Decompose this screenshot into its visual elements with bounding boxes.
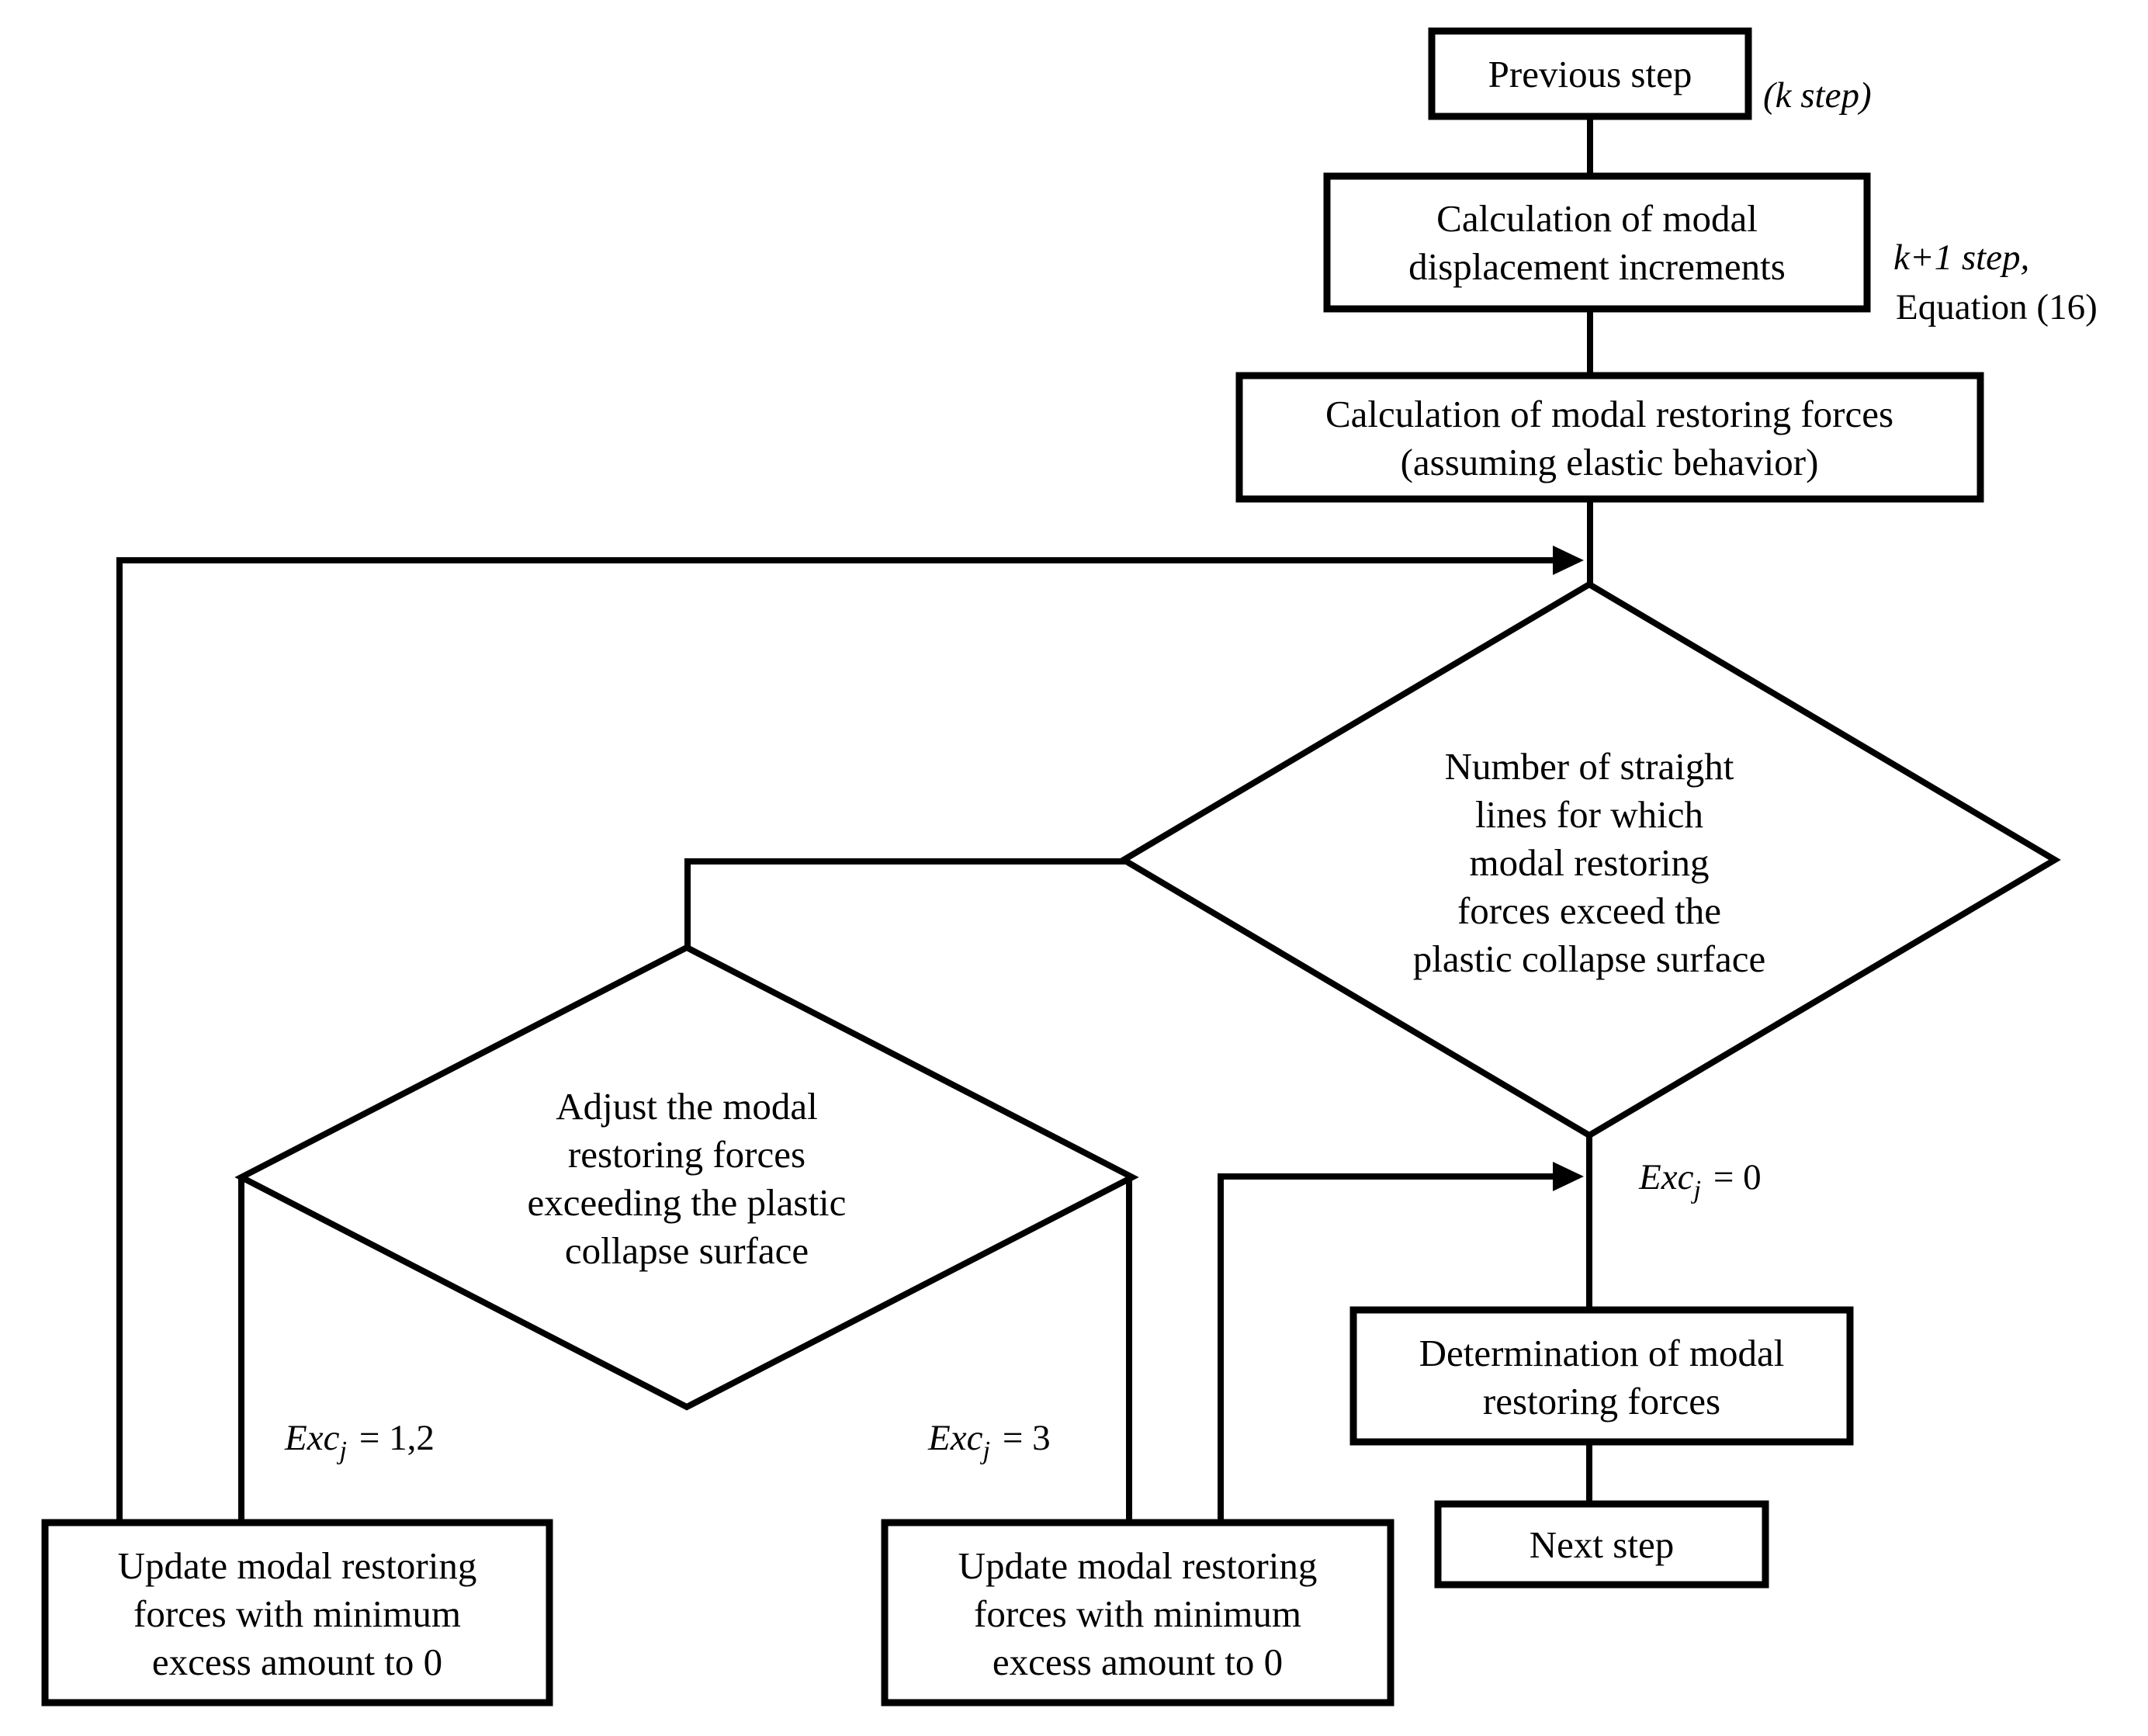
node-determination: Determination of modal restoring forces — [1349, 1306, 1854, 1446]
node-calc-restoring: Calculation of modal restoring forces (a… — [1235, 372, 1984, 503]
exc-one-two-subscript: j — [336, 1436, 346, 1465]
node-previous-step: Previous step — [1428, 27, 1752, 120]
exc-zero-value: = 0 — [1713, 1157, 1762, 1197]
decision-adjust-line-2: restoring forces — [568, 1133, 806, 1176]
calc-restoring-line-1: Calculation of modal restoring forces — [1325, 393, 1893, 435]
equation-annotation: Equation (16) — [1896, 287, 2098, 327]
calc-displacement-box — [1323, 172, 1871, 313]
node-decision-adjust: Adjust the modal restoring forces exceed… — [234, 944, 1139, 1411]
node-update-middle: Update modal restoring forces with minim… — [881, 1519, 1394, 1707]
node-update-left: Update modal restoring forces with minim… — [41, 1519, 553, 1707]
decision-adjust-diamond — [234, 944, 1139, 1411]
exc-three-annotation: Excj = 3 — [927, 1418, 1051, 1465]
update-middle-line-1: Update modal restoring — [958, 1544, 1318, 1587]
update-left-line-3: excess amount to 0 — [152, 1641, 442, 1683]
decision-exceed-line-2: lines for which — [1475, 793, 1703, 836]
calc-displacement-line-2: displacement increments — [1408, 245, 1786, 288]
decision-exceed-line-5: plastic collapse surface — [1413, 937, 1765, 980]
exc-zero-subscript: j — [1690, 1176, 1700, 1204]
update-left-line-1: Update modal restoring — [118, 1544, 477, 1587]
determination-line-1: Determination of modal — [1419, 1332, 1785, 1374]
calc-displacement-line-1: Calculation of modal — [1436, 197, 1758, 240]
decision-adjust-line-4: collapse surface — [565, 1229, 809, 1272]
decision-adjust-line-3: exceeding the plastic — [528, 1181, 847, 1224]
connectors — [116, 115, 1593, 1524]
exc-one-two-base: Exc — [284, 1418, 340, 1458]
k-plus-1-step-annotation: k+1 step, — [1893, 237, 2029, 278]
k-step-annotation: (k step) — [1763, 75, 1872, 116]
decision-adjust-line-1: Adjust the modal — [556, 1085, 818, 1128]
determination-line-2: restoring forces — [1483, 1380, 1720, 1422]
next-step-label: Next step — [1530, 1523, 1674, 1566]
decision-exceed-diamond — [1117, 580, 2061, 1139]
connector-feedback-loop — [116, 546, 1584, 1524]
connector-update-middle-merge — [1218, 1162, 1584, 1524]
exc-zero-annotation: Excj = 0 — [1638, 1157, 1762, 1204]
decision-exceed-line-4: forces exceed the — [1457, 889, 1721, 932]
update-middle-line-3: excess amount to 0 — [993, 1641, 1283, 1683]
exc-three-base: Exc — [927, 1418, 983, 1458]
exc-three-subscript: j — [979, 1436, 989, 1465]
update-left-line-2: forces with minimum — [133, 1592, 461, 1635]
next-step-box — [1434, 1500, 1769, 1589]
determination-box — [1349, 1306, 1854, 1446]
annotations: (k step) k+1 step, Equation (16) Excj= 0… — [284, 75, 2098, 1465]
calc-restoring-box — [1235, 372, 1984, 503]
node-decision-exceed: Number of straight lines for which modal… — [1117, 580, 2061, 1139]
update-left-box — [41, 1519, 553, 1707]
decision-exceed-line-1: Number of straight — [1445, 745, 1734, 788]
previous-step-box — [1428, 27, 1752, 120]
previous-step-label: Previous step — [1488, 53, 1692, 95]
exc-three-value: = 3 — [1003, 1418, 1051, 1458]
exc-one-two-annotation: Excj = 1,2 — [284, 1418, 435, 1465]
update-middle-box — [881, 1519, 1394, 1707]
node-calc-displacement: Calculation of modal displacement increm… — [1323, 172, 1871, 313]
exc-zero-base: Exc — [1638, 1157, 1694, 1197]
decision-exceed-line-3: modal restoring — [1470, 841, 1710, 884]
calc-restoring-line-2: (assuming elastic behavior) — [1401, 441, 1819, 483]
node-next-step: Next step — [1434, 1500, 1769, 1589]
update-middle-line-2: forces with minimum — [974, 1592, 1301, 1635]
exc-one-two-value: = 1,2 — [359, 1418, 435, 1458]
connector-decision-to-adjust — [684, 858, 1125, 949]
